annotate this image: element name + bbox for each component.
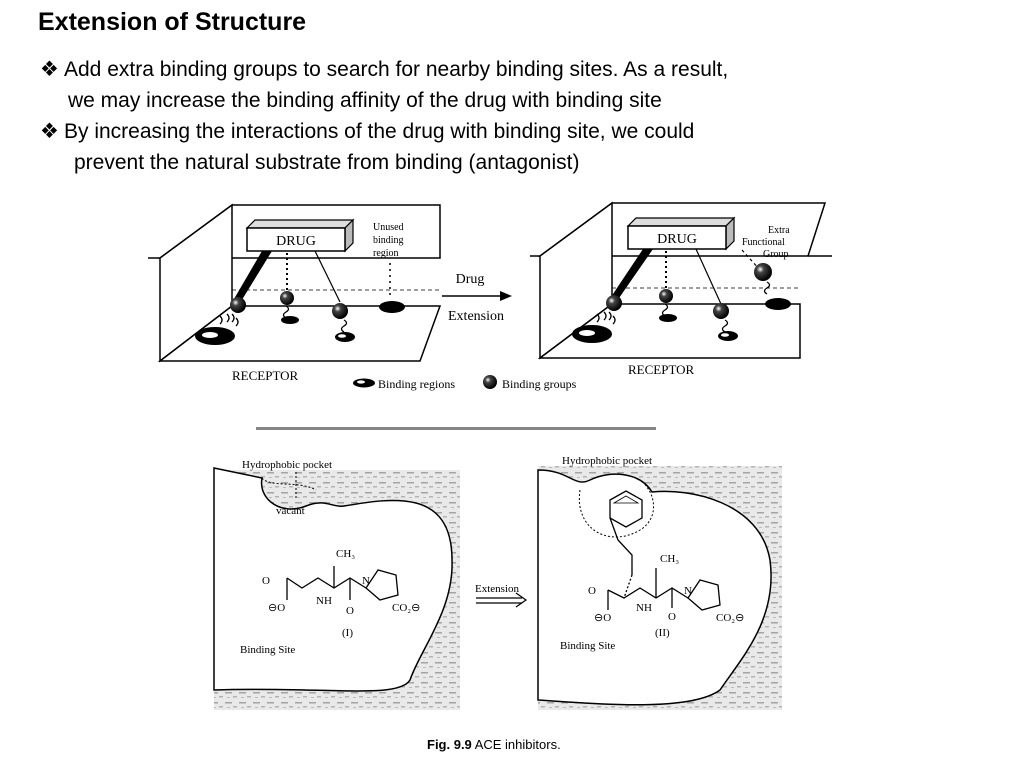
right-binding-site-label: Binding Site	[560, 640, 615, 652]
extra-functional-group-ball	[754, 263, 772, 281]
bullet-1-line-1: Add extra binding groups to search for n…	[64, 58, 729, 81]
binding-region	[281, 316, 299, 324]
drug-extension-arrow: Drug Extension	[442, 272, 512, 324]
right-o: O	[588, 585, 596, 597]
bullet-1-line-2: we may increase the binding affinity of …	[68, 89, 662, 112]
binding-group-ball	[280, 291, 294, 305]
binding-group-ball	[332, 303, 348, 319]
left-o2: O	[346, 605, 354, 617]
slide-title: Extension of Structure	[38, 8, 307, 36]
left-cone-connector	[234, 251, 272, 303]
legend-binding-group-icon	[483, 375, 497, 389]
right-ch3: CH₃	[660, 553, 679, 565]
left-drug-box: DRUG	[245, 218, 355, 253]
bullet-item-1: ❖Add extra binding groups to search for …	[40, 54, 940, 116]
right-n: N	[684, 585, 692, 597]
cropped-caption-fragment	[256, 427, 656, 430]
extra-label-line-3: Group	[763, 249, 789, 260]
left-hydrophobic-pocket-label: Hydrophobic pocket	[242, 459, 332, 471]
left-drug-label: DRUG	[276, 234, 316, 249]
right-hydrophobic-pocket-label: Hydrophobic pocket	[562, 455, 652, 467]
left-oxy: ⊖O	[268, 602, 285, 614]
extension-arrow-label: Extension	[475, 583, 519, 595]
left-receptor-label: RECEPTOR	[232, 368, 299, 383]
bullet-2-line-2: prevent the natural substrate from bindi…	[74, 151, 580, 174]
left-binding-site-outline	[213, 467, 453, 692]
right-receptor-floor	[537, 303, 801, 359]
left-co2: CO₂⊖	[392, 602, 420, 614]
figure2-left-panel: Hydrophobic pocket vacant CH₃ O NH N O C…	[213, 459, 460, 710]
left-ch3: CH₃	[336, 548, 355, 560]
binding-group-ball	[230, 297, 246, 313]
right-co2: CO₂⊖	[716, 612, 744, 624]
bullet-list: ❖Add extra binding groups to search for …	[40, 54, 940, 178]
unused-label-line-3: region	[373, 248, 399, 259]
extension-double-arrow: Extension	[475, 583, 528, 608]
figure1-right-panel: DRUG Extra Functional Group RECEPTOR	[530, 201, 832, 377]
right-drug-box: DRUG	[626, 216, 736, 251]
unused-binding-region	[379, 301, 405, 313]
left-n: N	[362, 575, 370, 587]
bullet-item-2: ❖By increasing the interactions of the d…	[40, 116, 940, 178]
unused-label-line-2: binding	[373, 235, 404, 246]
right-nh: NH	[636, 602, 652, 614]
right-oxy: ⊖O	[594, 612, 611, 624]
figure-caption: Fig. 9.9 ACE inhibitors.	[427, 737, 561, 752]
left-o: O	[262, 575, 270, 587]
diamond-bullet-icon: ❖	[40, 58, 59, 81]
unused-label-line-1: Unused	[373, 222, 404, 233]
extra-label-line-1: Extra	[768, 225, 790, 236]
arrow-label-line-1: Drug	[456, 272, 485, 287]
figure2-right-panel: Hydrophobic pocket CH₃ O NH N O CO₂⊖ ⊖O …	[537, 455, 782, 710]
right-o2: O	[668, 611, 676, 623]
right-drug-label: DRUG	[657, 232, 697, 247]
caption-text: ACE inhibitors.	[474, 737, 561, 752]
figure1-left-panel: DRUG Unused binding region RECEPTOR	[148, 203, 442, 383]
bullet-2-line-1: By increasing the interactions of the dr…	[64, 120, 695, 143]
left-binding-site-label: Binding Site	[240, 644, 295, 656]
left-compound-label: (I)	[342, 627, 353, 639]
legend-binding-regions: Binding regions	[378, 377, 455, 391]
figure1-legend: Binding regions Binding groups	[353, 375, 577, 391]
arrow-label-line-2: Extension	[448, 309, 504, 324]
right-compound-label: (II)	[655, 627, 670, 639]
left-nh: NH	[316, 595, 332, 607]
right-receptor-label: RECEPTOR	[628, 362, 695, 377]
left-receptor-floor	[157, 305, 442, 362]
legend-binding-groups: Binding groups	[502, 377, 577, 391]
right-binding-site-outline	[537, 469, 772, 706]
caption-figure-number: Fig. 9.9	[427, 737, 472, 752]
vacant-label: vacant	[276, 505, 305, 517]
extra-label-line-2: Functional	[742, 237, 785, 248]
diamond-bullet-icon: ❖	[40, 120, 59, 143]
